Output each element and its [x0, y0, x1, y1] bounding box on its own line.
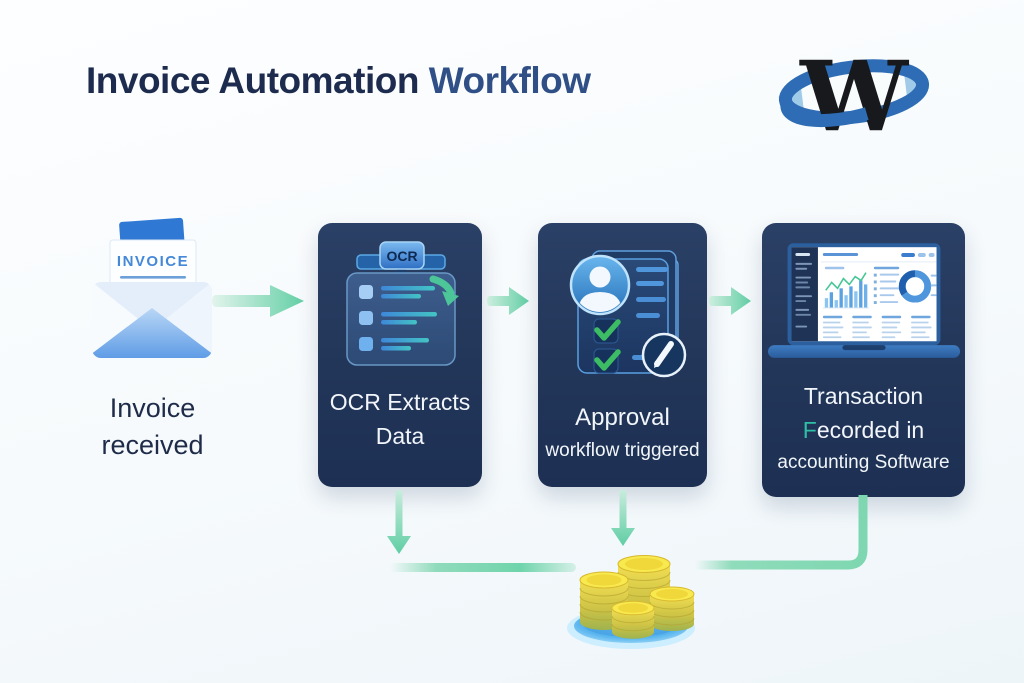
flow-connector-elbow [690, 495, 868, 570]
logo-swoosh-front [780, 103, 869, 128]
ocr-row [359, 285, 435, 299]
step-ocr-caption-line1: OCR Extracts [329, 389, 471, 415]
step-ocr-caption-line2: Data [375, 423, 425, 449]
flow-connector-line [390, 563, 576, 572]
coins-on-platform-icon [567, 555, 695, 649]
ocr-row [359, 311, 437, 325]
step-recorded-caption-line1: Transaction [803, 383, 924, 409]
signature-pen-icon [641, 332, 686, 378]
flow-arrow-icon [212, 285, 304, 317]
checkbox-checked-icon [593, 318, 621, 344]
dashboard-list [873, 266, 900, 305]
avatar [569, 254, 630, 316]
coin-stack [611, 600, 655, 639]
ocr-badge-label: OCR [386, 248, 417, 264]
flow-down-arrow-icon [387, 490, 411, 554]
page-title: Invoice Automation Workflow [86, 60, 591, 102]
checkbox-checked-icon [593, 348, 621, 374]
envelope-pocket [92, 282, 212, 358]
step-approval-caption-line1: Approval [575, 404, 670, 431]
laptop-base [767, 345, 960, 358]
dashboard-bar-chart [822, 266, 869, 309]
envelope-invoice-icon: INVOICE [92, 217, 212, 358]
ocr-badge [379, 241, 425, 270]
step-recorded-caption-line3: accounting Software [777, 452, 950, 473]
accounting-laptop-icon [767, 243, 960, 358]
step-recorded-caption-line2: Fecorded in [803, 413, 924, 447]
coin-stack [649, 586, 695, 631]
extract-arrow-icon [429, 275, 459, 306]
step-card-approval: Approval workflow triggered [538, 223, 707, 487]
page-title-primary: Invoice Automation [86, 60, 429, 101]
caption-line: received [101, 430, 204, 460]
donut-legend [930, 274, 937, 297]
company-logo: W [778, 40, 930, 148]
page-title-accent: Workflow [428, 60, 591, 101]
caption-rest: ecorded in [816, 417, 925, 443]
ocr-document-icon: OCR [346, 241, 459, 366]
step-invoice-received-caption: Invoice received [55, 390, 250, 464]
dashboard-sidebar [790, 247, 818, 342]
caption-line: Invoice [109, 393, 196, 423]
invoice-doc-label: INVOICE [117, 253, 189, 270]
caption-accent-letter: F [802, 417, 817, 443]
flow-down-arrow-icon [611, 490, 635, 546]
ocr-row [359, 337, 429, 351]
step-card-ocr: OCR OCR Extracts Data [318, 223, 482, 487]
dashboard-donut-chart [898, 270, 931, 303]
dashboard-header [820, 253, 937, 263]
flow-arrow-icon [487, 287, 529, 315]
flow-arrow-icon [709, 287, 751, 315]
step-card-recorded: Transaction Fecorded in accounting Softw… [762, 223, 965, 497]
step-approval-caption-line2: workflow triggered [545, 440, 700, 461]
approval-checklist-icon [569, 250, 686, 378]
dashboard-tables [822, 315, 932, 339]
doc-text-lines [635, 267, 668, 318]
logo-letter: W [799, 40, 909, 148]
